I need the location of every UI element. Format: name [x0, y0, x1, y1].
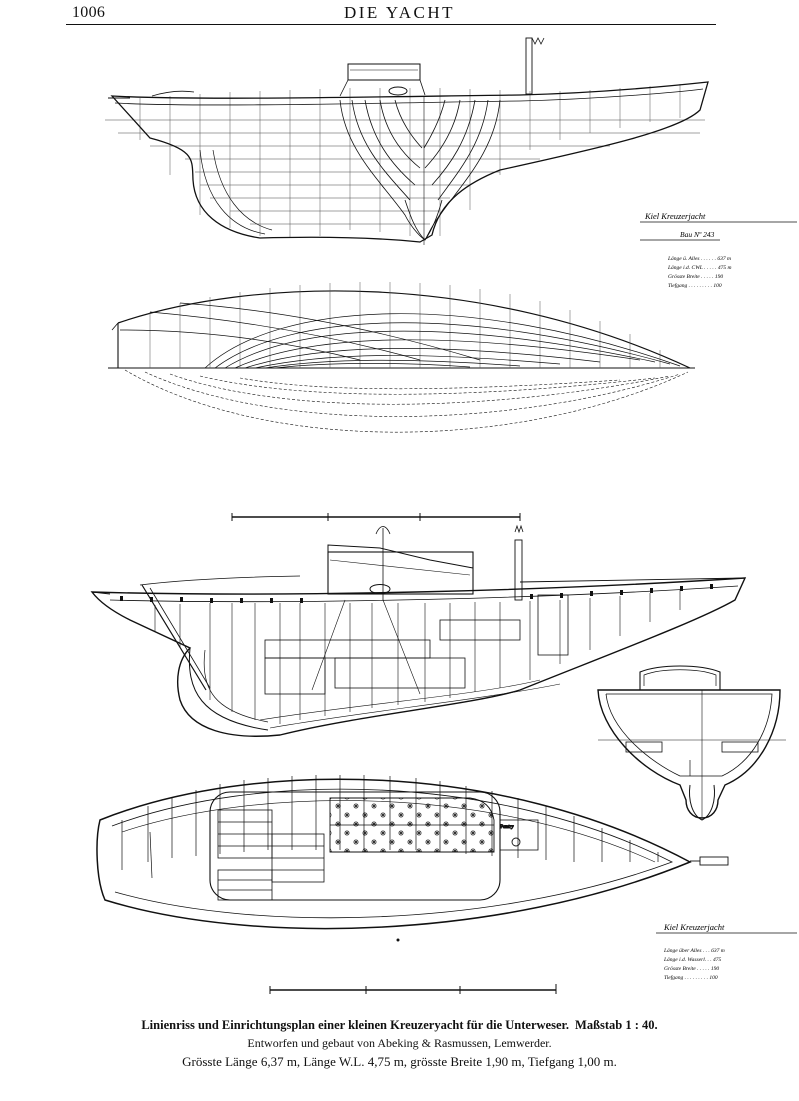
page-number: 1006: [72, 4, 106, 21]
accommodation-profile: [90, 524, 747, 737]
plan-hull-outline: [96, 778, 692, 930]
title-block-upper-row: Länge ü. Alles . . . . . . 637 m: [667, 256, 731, 262]
title-block-upper-row: Tiefgang . . . . . . . . . 100: [668, 282, 722, 289]
journal-title: DIE YACHT: [343, 3, 456, 22]
caption-scale: Maßstab 1 : 40.: [575, 1018, 658, 1032]
scale-bar-lower: [269, 984, 557, 994]
profile-deck-beams: [120, 584, 713, 603]
sheer-plan: [105, 37, 709, 245]
sheer-mast: [525, 37, 533, 95]
caption-credit: Entworfen und gebaut von Abeking & Rasmu…: [247, 1036, 552, 1050]
plan-bow-fitting: [699, 856, 729, 866]
title-block-lower-row: Länge i.d. Wasserl. . . 475: [663, 956, 721, 963]
section-hull-outline: [597, 689, 781, 819]
title-block-upper-row: Länge i.d. CWL . . . . . 475 m: [667, 264, 731, 271]
caption-dimensions: Grösste Länge 6,37 m, Länge W.L. 4,75 m,…: [182, 1054, 617, 1069]
profile-cabin-top: [327, 551, 474, 595]
profile-hull-outline: [90, 577, 747, 737]
half-breadth-stations: [149, 282, 661, 368]
scale-bar-middle: [231, 513, 521, 521]
plan-pantry: [499, 819, 539, 851]
title-block-lower-row: Länge über Alles . . . 637 m: [663, 948, 725, 954]
caption-main: Linienriss und Einrichtungsplan einer kl…: [141, 1018, 570, 1032]
sheer-porthole: [388, 86, 408, 96]
title-block-upper-title: Kiel Kreuzerjacht: [644, 211, 706, 221]
title-block-lower-row: Grösste Breite . . . . . 190: [664, 966, 719, 972]
section-cabin-top: [639, 665, 721, 690]
midship-section: [597, 665, 786, 821]
sheer-waterlines: [105, 119, 705, 225]
half-breadth-diagonals: [124, 369, 689, 433]
sheer-body-sections: [339, 96, 501, 245]
title-block-lower: Kiel Kreuzerjacht Länge über Alles . . .…: [656, 922, 797, 981]
half-breadth-plan: [108, 282, 695, 433]
profile-porthole: [369, 584, 391, 594]
title-block-upper-build: Bau Nº 243: [680, 230, 715, 239]
caption: Linienriss und Einrichtungsplan einer kl…: [0, 1016, 799, 1070]
half-breadth-deck-line: [117, 290, 691, 369]
accommodation-plan: Pantry: [96, 775, 729, 942]
profile-mast: [514, 539, 523, 601]
plan-mast-step: [511, 837, 521, 847]
title-block-lower-title: Kiel Kreuzerjacht: [663, 922, 725, 932]
title-block-upper: Kiel Kreuzerjacht Bau Nº 243 Länge ü. Al…: [640, 211, 797, 289]
plan-cockpit-gratings: [217, 809, 325, 901]
header-rule: [66, 24, 716, 25]
profile-frames: [154, 590, 681, 724]
plan-pantry-label: Pantry: [499, 825, 514, 830]
profile-berths: [264, 594, 569, 695]
sheer-cabin-top: [347, 63, 421, 81]
sheer-hull-outline: [110, 81, 709, 243]
half-breadth-waterlines: [119, 302, 681, 369]
title-block-lower-row: Tiefgang . . . . . . . . . 100: [664, 974, 718, 981]
title-block-upper-row: Grösste Breite . . . . . 190: [668, 274, 723, 280]
sheer-stations: [139, 84, 681, 238]
